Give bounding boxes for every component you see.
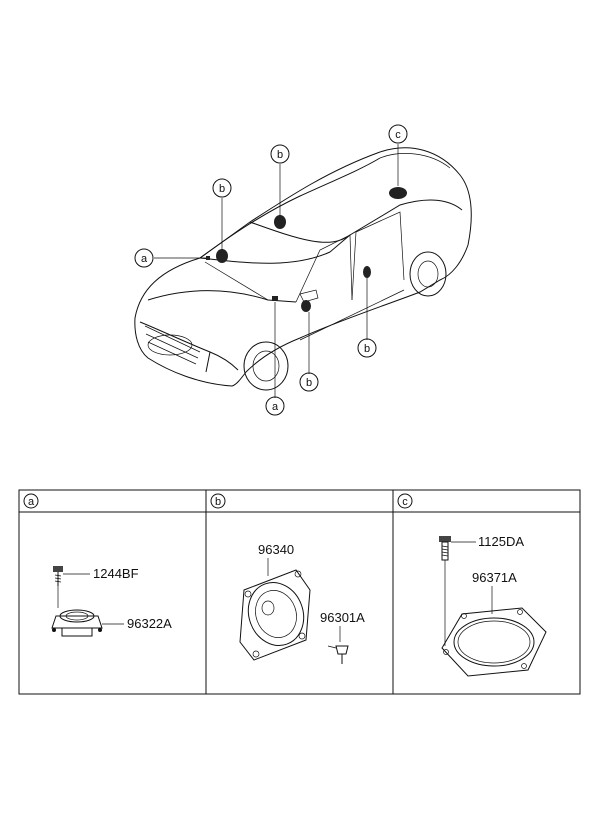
car-overview-illustration: [134, 147, 472, 391]
parts-table: [18, 489, 581, 695]
callout-label: a: [141, 253, 148, 265]
part-number-96301a: 96301A: [320, 610, 365, 625]
column-tag: a: [28, 496, 35, 508]
callout-a-left: a: [134, 248, 154, 268]
part-number-96322a: 96322A: [127, 616, 172, 631]
callout-b-front: b: [212, 178, 232, 198]
column-tag: b: [215, 496, 221, 508]
screw-icon: [53, 566, 63, 586]
bolt-icon: [439, 536, 451, 561]
speaker-ring-bracket-icon: [441, 607, 547, 677]
leader-lines: [154, 144, 399, 398]
part-number-1125da: 1125DA: [478, 534, 524, 549]
column-tag: c: [402, 496, 408, 508]
callout-label: a: [272, 401, 279, 413]
screw-icon: [327, 645, 349, 664]
callout-b-door-rear: b: [357, 338, 377, 358]
tweeter-speaker-icon: [51, 609, 103, 637]
callout-label: c: [395, 129, 401, 141]
callout-label: b: [364, 343, 370, 355]
callout-b-door-front: b: [299, 372, 319, 392]
table-header-a: a: [23, 493, 39, 509]
callout-label: b: [306, 377, 312, 389]
part-number-1244bf: 1244BF: [93, 566, 139, 581]
callout-label: b: [277, 149, 283, 161]
part-number-96340: 96340: [258, 542, 294, 557]
callout-c-shelf: c: [388, 124, 408, 144]
part-number-96371a: 96371A: [472, 570, 517, 585]
callout-b-rear: b: [270, 144, 290, 164]
callout-label: b: [219, 183, 225, 195]
callout-a-bottom: a: [265, 396, 285, 416]
door-speaker-icon: [239, 569, 311, 661]
table-header-c: c: [397, 493, 413, 509]
table-header-b: b: [210, 493, 226, 509]
